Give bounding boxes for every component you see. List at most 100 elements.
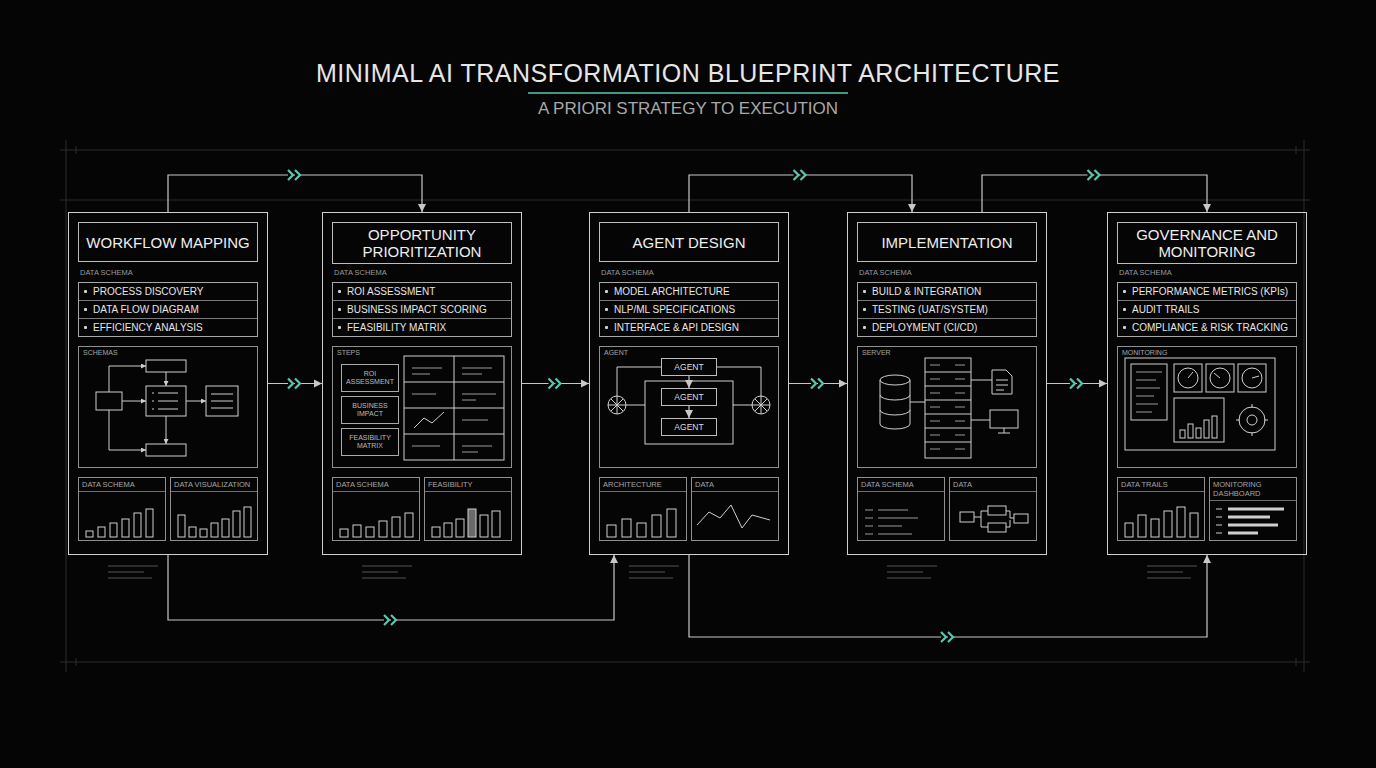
bar-chart [146,509,153,537]
flow-connector [689,555,1207,637]
feasibility-grid [404,356,504,460]
decor-lines [108,566,158,578]
decor-lines [887,566,937,578]
chevron-mark [794,170,806,180]
server-stack [988,506,1006,515]
subtitle: A PRIORI STRATEGY TO EXECUTION [0,99,1376,119]
bar-chart [353,525,361,537]
agent-label: AGENT [674,362,703,372]
phase-heading: OPPORTUNITY PRIORITIZATION [332,222,512,264]
chart-box: DATA [691,477,779,541]
phase-heading: AGENT DESIGN [599,222,779,262]
bar-chart [1164,511,1172,537]
server-stack [974,511,1014,527]
list-item: DATA FLOW DIAGRAM [79,301,257,319]
chart-label: DATA [692,478,778,492]
phase-heading: IMPLEMENTATION [857,222,1037,262]
workflow-flowchart [166,416,167,444]
illustration-box: MONITORING [1117,346,1297,468]
decor-lines [930,379,965,380]
illustration-box: SCHEMAS [78,346,258,468]
schema-label: DATA SCHEMA [1119,268,1172,277]
agent-box: AGENT [661,418,717,436]
chevron-mark [549,379,561,389]
bar-chart [222,519,229,537]
workflow-flowchart [186,401,206,402]
server-stack [925,358,971,458]
workflow-flowchart [96,392,122,410]
schema-label: DATA SCHEMA [859,268,912,277]
phase-panel: OPPORTUNITY PRIORITIZATION DATA SCHEMA ROI… [322,212,522,555]
phase-panel: IMPLEMENTATIONDATA SCHEMABUILD & INTEGRA… [847,212,1047,555]
chevron-mark [811,379,823,389]
agent-box: AGENT [661,388,717,406]
chart-label: DATA [950,478,1036,492]
agent-network [608,367,770,528]
chart-box: DATA SCHEMA [857,477,945,541]
flow-connector [982,175,1207,212]
bar-chart [1204,420,1209,438]
section-label: AGENT [604,349,628,357]
chart-box: DATA SCHEMA [332,477,420,541]
chart-box: DATA SCHEMA [78,477,166,541]
server-stack [880,375,910,385]
chart-box: DATA VISUALIZATION [170,477,258,541]
workflow-flowchart [146,360,186,372]
flow-connector [168,175,422,212]
bar-chart [244,507,251,537]
feasibility-grid [404,356,504,460]
server-stack [880,380,910,429]
monitoring-dashboard [1131,364,1167,420]
decor-lines [930,393,965,394]
bar-chart [122,519,129,537]
chart-label: FEASIBILITY [425,478,511,492]
server-stack [998,428,1010,433]
bar-chart [652,515,661,537]
bar-chart [134,513,141,537]
flow-connector [688,376,689,388]
server-stack [910,380,992,420]
chart-label: DATA VISUALIZATION [171,478,257,492]
list-item: PROCESS DISCOVERY [79,283,257,301]
monitoring-dashboard [1125,358,1275,450]
monitoring-dashboard [1216,509,1222,533]
bar-chart [211,523,218,537]
list-item: PERFORMANCE METRICS (KPIs) [1118,283,1296,301]
bar-chart [1190,513,1198,537]
bar-chart [1188,424,1193,438]
list-item: FEASIBILITY MATRIX [333,319,511,336]
workflow-flowchart [152,393,233,409]
blueprint-grid [60,140,1310,672]
decor-lines [108,365,1197,578]
monitoring-dashboard [1228,509,1284,533]
server-stack [992,370,1012,394]
bar-chart [468,509,476,537]
bar-chart [444,523,452,537]
list-item: COMPLIANCE & RISK TRACKING [1118,319,1296,336]
bar-chart [1196,428,1201,438]
list-item: MODEL ARCHITECTURE [600,283,778,301]
item-list: ROI ASSESSMENTBUSINESS IMPACT SCORINGFEA… [332,282,512,337]
illustration-box: SERVER [857,346,1037,468]
server-stack [990,410,1018,428]
section-label: STEPS [337,349,360,357]
workflow-flowchart [109,410,146,450]
bar-chart [178,515,185,537]
list-item: INTERFACE & API DESIGN [600,319,778,336]
feasibility-grid [414,412,444,428]
bar-chart [432,527,440,537]
bar-chart [622,519,631,537]
section-label: MONITORING [1122,349,1167,357]
flow-connector [688,406,689,418]
schema-label: DATA SCHEMA [80,268,133,277]
phase-panel: WORKFLOW MAPPING DATA SCHEMA PROCESS DISCO… [68,212,268,555]
illustration-box: AGENT AGENT AGENT AGENT [599,346,779,468]
chart-box: FEASIBILITY [424,477,512,541]
diagram-title: MINIMAL AI TRANSFORMATION BLUEPRINT ARCH… [0,58,1376,88]
bar-chart [1177,507,1185,537]
agent-network [645,381,733,444]
decor-lines [930,365,965,366]
list-item: TESTING (UAT/SYSTEM) [858,301,1036,319]
phase-heading: WORKFLOW MAPPING [78,222,258,262]
phase-heading: GOVERNANCE AND MONITORING [1117,222,1297,264]
